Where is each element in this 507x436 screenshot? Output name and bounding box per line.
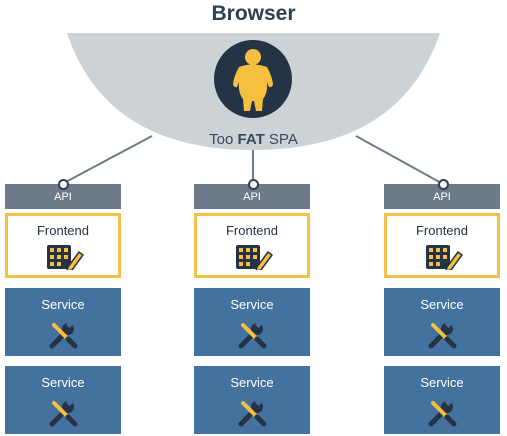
spa-label-prefix: Too	[209, 131, 234, 148]
spa-label-suffix: SPA	[268, 131, 298, 148]
service-label: Service	[41, 375, 85, 390]
frontend-grid-icon	[236, 245, 273, 270]
service-label: Service	[420, 297, 464, 312]
frontend-label: Frontend	[225, 223, 279, 238]
service-label: Service	[420, 375, 464, 390]
service-label: Service	[230, 375, 274, 390]
service-box: Service	[5, 366, 121, 434]
spa-label-emphasis: FAT	[237, 131, 265, 148]
service-box: Service	[384, 288, 500, 356]
diagram-title: Browser	[211, 2, 296, 25]
service-label: Service	[230, 297, 274, 312]
wrench-screwdriver-icon	[238, 398, 267, 427]
wrench-screwdriver-icon	[49, 398, 78, 427]
wrench-screwdriver-icon	[238, 320, 267, 349]
connector-dot	[58, 179, 69, 190]
api-bar: API	[5, 184, 121, 209]
service-box: Service	[194, 288, 310, 356]
connector-dot	[248, 179, 259, 190]
frontend-box: Frontend	[384, 213, 500, 278]
frontend-box: Frontend	[5, 213, 121, 278]
wrench-screwdriver-icon	[49, 320, 78, 349]
service-box: Service	[384, 366, 500, 434]
connector-line-left	[61, 135, 153, 185]
wrench-screwdriver-icon	[428, 320, 457, 349]
connector-dot	[438, 179, 449, 190]
frontend-label: Frontend	[36, 223, 90, 238]
fat-person-icon	[214, 40, 292, 118]
service-box: Service	[194, 366, 310, 434]
wrench-screwdriver-icon	[428, 398, 457, 427]
frontend-box: Frontend	[194, 213, 310, 278]
frontend-grid-icon	[426, 245, 463, 270]
spa-label: Too FAT SPA	[0, 131, 507, 148]
service-label: Service	[41, 297, 85, 312]
service-box: Service	[5, 288, 121, 356]
connector-line-right	[355, 135, 444, 185]
frontend-grid-icon	[47, 245, 84, 270]
frontend-label: Frontend	[415, 223, 469, 238]
